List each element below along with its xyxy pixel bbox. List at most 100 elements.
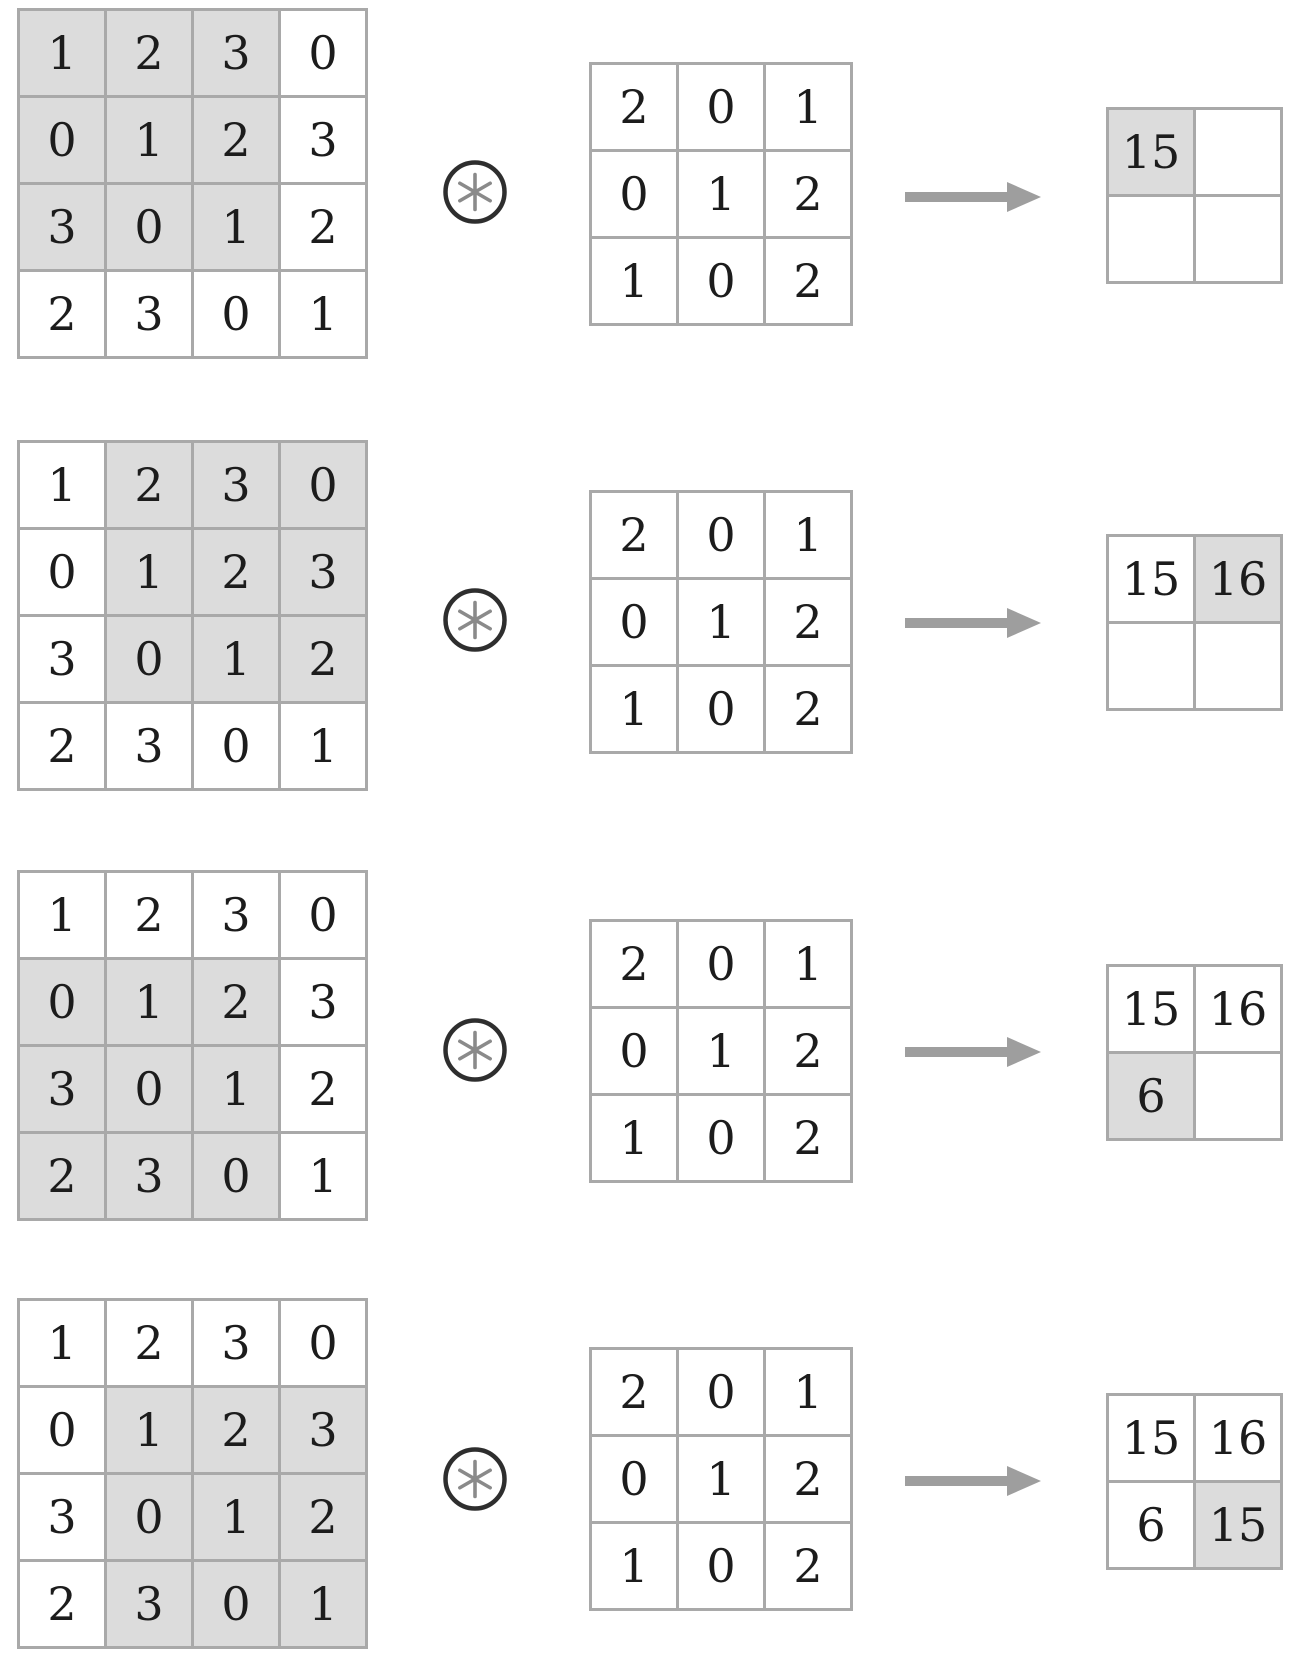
input-matrix-cell: 2 bbox=[20, 1134, 104, 1218]
output-matrix-grid: 15 bbox=[1106, 107, 1283, 284]
input-matrix-cell: 2 bbox=[20, 704, 104, 788]
output-matrix-cell: 15 bbox=[1196, 1483, 1280, 1567]
output-matrix-cell: 15 bbox=[1109, 1396, 1193, 1480]
input-matrix-cell: 1 bbox=[20, 1301, 104, 1385]
circled-asterisk-convolution-icon bbox=[443, 1018, 507, 1082]
input-matrix-cell: 1 bbox=[281, 1562, 365, 1646]
kernel-cell: 2 bbox=[592, 1350, 676, 1434]
input-matrix-cell: 2 bbox=[194, 960, 278, 1044]
input-matrix-cell: 3 bbox=[107, 1562, 191, 1646]
kernel-cell: 2 bbox=[766, 580, 850, 664]
kernel-cell: 0 bbox=[679, 922, 763, 1006]
input-matrix-cell: 0 bbox=[107, 1475, 191, 1559]
output-matrix-cell bbox=[1196, 1054, 1280, 1138]
kernel-cell: 0 bbox=[679, 1096, 763, 1180]
kernel-cell: 2 bbox=[766, 239, 850, 323]
kernel-cell: 1 bbox=[766, 1350, 850, 1434]
input-matrix-cell: 0 bbox=[281, 873, 365, 957]
input-matrix-cell: 3 bbox=[194, 1301, 278, 1385]
input-matrix-cell: 1 bbox=[107, 1388, 191, 1472]
input-matrix-cell: 3 bbox=[107, 1134, 191, 1218]
right-arrow-icon bbox=[905, 182, 1041, 212]
kernel-cell: 0 bbox=[592, 152, 676, 236]
input-matrix-cell: 1 bbox=[281, 1134, 365, 1218]
kernel-cell: 1 bbox=[766, 65, 850, 149]
output-matrix-cell: 6 bbox=[1109, 1483, 1193, 1567]
kernel-cell: 2 bbox=[766, 1437, 850, 1521]
input-matrix-cell: 1 bbox=[107, 530, 191, 614]
output-matrix-cell bbox=[1109, 624, 1193, 708]
kernel-cell: 2 bbox=[766, 1524, 850, 1608]
input-matrix-cell: 0 bbox=[20, 960, 104, 1044]
input-matrix-cell: 1 bbox=[194, 1475, 278, 1559]
input-matrix-cell: 2 bbox=[107, 11, 191, 95]
input-matrix-cell: 0 bbox=[194, 1134, 278, 1218]
input-matrix-cell: 2 bbox=[20, 1562, 104, 1646]
input-matrix-cell: 2 bbox=[107, 1301, 191, 1385]
input-matrix-cell: 2 bbox=[281, 617, 365, 701]
kernel-cell: 1 bbox=[592, 1096, 676, 1180]
input-matrix-cell: 3 bbox=[20, 1047, 104, 1131]
kernel-cell: 2 bbox=[766, 1009, 850, 1093]
circled-asterisk-convolution-icon bbox=[443, 1447, 507, 1511]
output-matrix-cell bbox=[1196, 624, 1280, 708]
input-matrix-cell: 3 bbox=[107, 704, 191, 788]
output-matrix-cell bbox=[1109, 197, 1193, 281]
kernel-cell: 0 bbox=[679, 667, 763, 751]
input-matrix-cell: 0 bbox=[107, 617, 191, 701]
input-matrix-cell: 2 bbox=[107, 873, 191, 957]
input-matrix-cell: 1 bbox=[20, 873, 104, 957]
input-matrix-cell: 3 bbox=[194, 11, 278, 95]
input-matrix-cell: 3 bbox=[194, 873, 278, 957]
input-matrix-cell: 1 bbox=[194, 185, 278, 269]
kernel-cell: 0 bbox=[679, 65, 763, 149]
output-matrix-cell bbox=[1196, 110, 1280, 194]
input-matrix-cell: 3 bbox=[20, 617, 104, 701]
input-matrix-cell: 3 bbox=[281, 530, 365, 614]
output-matrix-cell: 16 bbox=[1196, 967, 1280, 1051]
kernel-cell: 1 bbox=[592, 239, 676, 323]
kernel-cell: 0 bbox=[592, 1009, 676, 1093]
kernel-cell: 1 bbox=[679, 580, 763, 664]
kernel-cell: 0 bbox=[679, 1350, 763, 1434]
kernel-cell: 0 bbox=[679, 1524, 763, 1608]
input-matrix-cell: 3 bbox=[194, 443, 278, 527]
kernel-cell: 2 bbox=[766, 152, 850, 236]
output-matrix-cell: 16 bbox=[1196, 537, 1280, 621]
input-matrix-cell: 1 bbox=[20, 443, 104, 527]
input-matrix-cell: 0 bbox=[20, 98, 104, 182]
input-matrix-cell: 0 bbox=[281, 1301, 365, 1385]
kernel-cell: 1 bbox=[679, 1009, 763, 1093]
output-matrix-cell: 6 bbox=[1109, 1054, 1193, 1138]
input-matrix-cell: 3 bbox=[20, 1475, 104, 1559]
kernel-cell: 1 bbox=[679, 1437, 763, 1521]
kernel-cell: 1 bbox=[766, 922, 850, 1006]
kernel-cell: 0 bbox=[592, 580, 676, 664]
kernel-cell: 1 bbox=[592, 1524, 676, 1608]
input-matrix-cell: 2 bbox=[107, 443, 191, 527]
output-matrix-cell: 15 bbox=[1109, 537, 1193, 621]
input-matrix-cell: 0 bbox=[194, 272, 278, 356]
input-matrix-cell: 0 bbox=[20, 1388, 104, 1472]
input-matrix-cell: 1 bbox=[281, 704, 365, 788]
input-matrix-cell: 2 bbox=[194, 98, 278, 182]
input-matrix-cell: 0 bbox=[194, 1562, 278, 1646]
input-matrix-cell: 2 bbox=[194, 530, 278, 614]
kernel-cell: 2 bbox=[592, 922, 676, 1006]
kernel-cell: 1 bbox=[766, 493, 850, 577]
output-matrix-cell: 16 bbox=[1196, 1396, 1280, 1480]
output-matrix-cell: 15 bbox=[1109, 110, 1193, 194]
right-arrow-icon bbox=[905, 1037, 1041, 1067]
kernel-cell: 2 bbox=[766, 1096, 850, 1180]
kernel-cell: 2 bbox=[592, 493, 676, 577]
input-matrix-cell: 1 bbox=[107, 960, 191, 1044]
